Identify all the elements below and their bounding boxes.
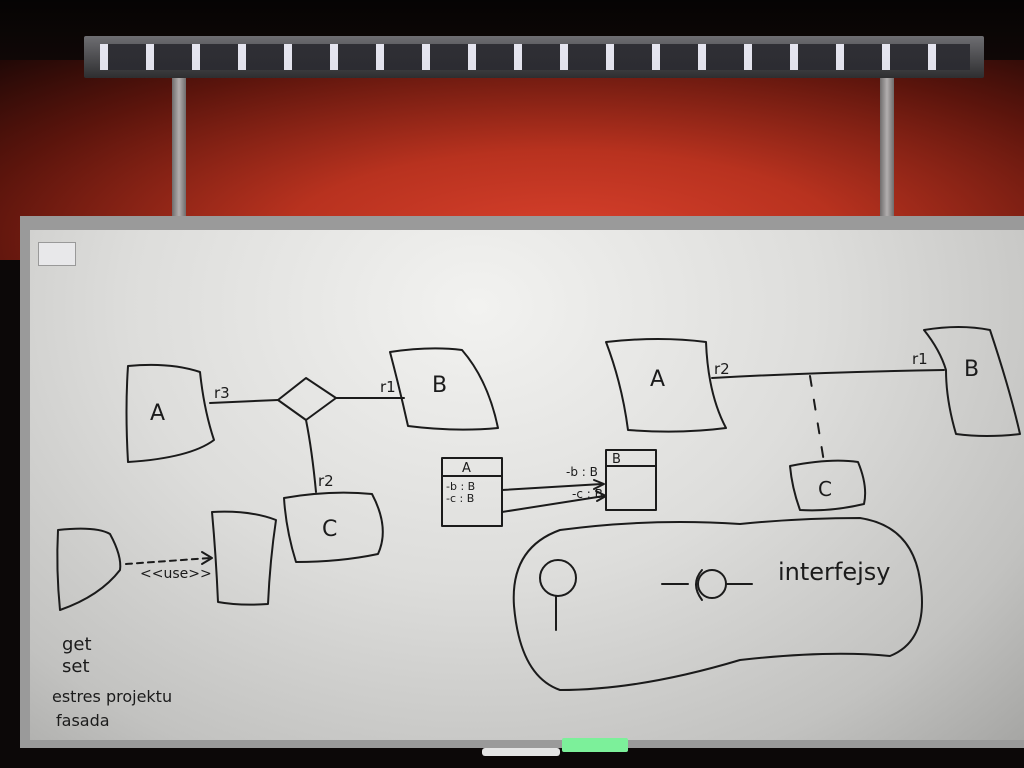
right-association-diagram: A r2 r1 B C [605,326,1021,512]
left-role-r1: r1 [380,378,396,396]
use-stereotype-label: <<use>> [140,566,212,582]
marker-pen [482,748,560,756]
right-entity-c-shape [789,459,867,512]
left-entity-a-label: A [150,401,165,426]
class-arrow-c [501,495,605,513]
use-target-shape [211,510,277,606]
class-a-attr-b: -b : B [446,480,475,493]
right-association-line [711,369,945,379]
class-arrow-c-head [595,490,607,502]
board-sticker [38,242,76,266]
use-arrow-head [201,551,213,565]
class-a-name: A [462,461,471,476]
left-er-diagram: A r3 r1 B r2 C [125,347,499,563]
class-b-box [605,449,657,511]
class-a-attr-c: -c : B [446,492,474,505]
left-role-r3: r3 [214,384,230,402]
left-entity-c-shape [283,491,384,563]
socket-ball-icon [697,569,727,599]
lollipop-icon [539,559,577,597]
class-a-box [441,457,503,527]
note-fasada: fasada [56,711,110,730]
interface-blob-outline [512,517,923,691]
notes: get set estres projektu fasada [52,634,172,730]
right-entity-c-label: C [818,477,832,501]
class-diagram: A -b : B -c : B B -b : B -c : B [441,449,657,527]
class-arrow-b-head [593,479,605,490]
left-entity-b-shape [389,347,499,431]
interface-label: interfejsy [778,558,891,586]
left-entity-b-label: B [432,373,447,398]
right-role-r2: r2 [714,360,730,378]
lamp-bracket-left [172,78,186,218]
right-entity-b-label: B [964,357,979,382]
lamp-bracket-right [880,78,894,218]
right-entity-a-shape [605,338,727,433]
right-dashed-link [809,375,825,463]
class-arrow-b [501,483,603,491]
left-link-diamond-c [305,419,317,493]
class-b-name: B [612,452,621,467]
note-get: get [62,634,92,655]
left-entity-c-label: C [322,517,337,542]
use-source-shape [56,527,122,611]
eraser [562,738,628,752]
left-role-r2: r2 [318,472,334,490]
right-entity-b-shape [923,326,1021,437]
right-role-r1: r1 [912,350,928,368]
left-entity-a-shape [125,363,215,463]
interface-area: interfejsy [512,517,923,691]
use-dependency: <<use>> [56,510,277,611]
use-arrow [125,557,211,565]
left-link-a-diamond [209,399,279,404]
socket-icon [695,569,703,601]
note-set: set [62,656,90,677]
left-diamond [277,377,337,421]
class-arrow-b-label: -b : B [566,465,598,479]
note-project: estres projektu [52,687,172,706]
class-arrow-c-label: -c : B [572,487,603,501]
lamp-louver [100,44,970,70]
right-entity-a-label: A [650,367,665,392]
